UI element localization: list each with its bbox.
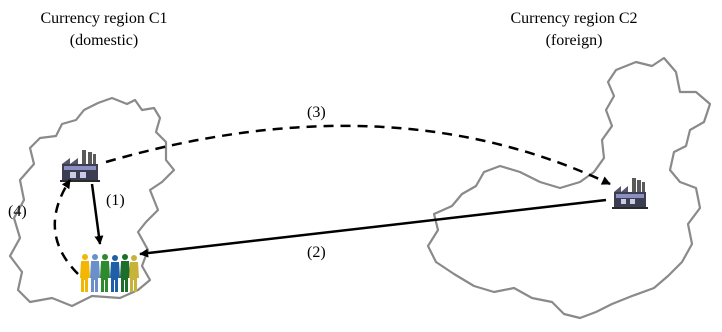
region-c1-name: Currency region C1 [40,10,168,27]
arrow-1 [90,183,104,245]
consumers-icon [80,254,139,292]
step-2-label: (2) [307,244,326,261]
region-c1-qualifier: (domestic) [69,32,139,49]
region-c2-title: Currency region C2 (foreign) [486,8,662,52]
arrow-2 [139,198,607,258]
step-4-label: (4) [8,203,27,220]
step-1-label: (1) [106,192,125,209]
region-c2-name: Currency region C2 [510,10,638,27]
foreign-map [426,56,712,320]
domestic-factory-icon [60,150,100,182]
foreign-factory-icon [612,178,648,209]
region-c2-qualifier: (foreign) [545,32,603,49]
step-3-label: (3) [307,104,326,121]
arrow-3 [105,124,611,186]
arrow-4 [53,179,79,275]
domestic-map [8,96,176,308]
region-c1-title: Currency region C1 (domestic) [0,8,208,52]
